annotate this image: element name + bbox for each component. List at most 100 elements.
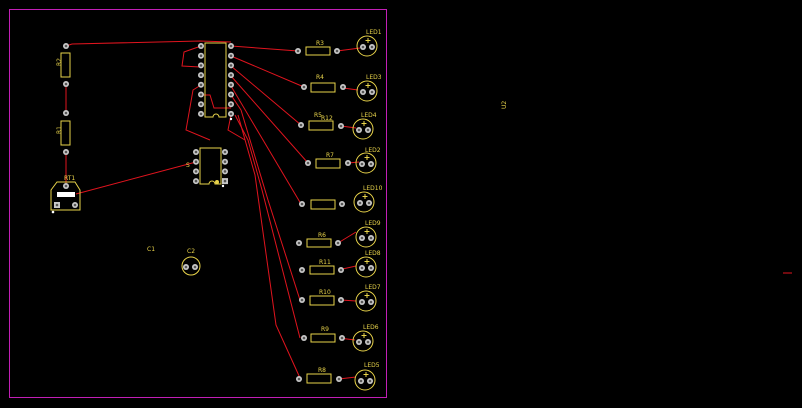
- pad-led-a-5-hole: [360, 236, 364, 240]
- copper-traces: [65, 40, 792, 380]
- pad-led-k-1-hole: [370, 90, 374, 94]
- pad-resistor-3-hole: [341, 85, 345, 89]
- led-group: [352, 35, 378, 391]
- pad-ic-right-2-hole: [229, 64, 233, 67]
- pad-c2-1-hole: [184, 265, 188, 269]
- pad-resistor-1-hole: [335, 49, 339, 53]
- pad-resistor-9-hole: [340, 202, 344, 206]
- pad-resistor-6-hole: [306, 161, 310, 165]
- led-outline-0: [356, 35, 378, 57]
- label-led7: LED7: [365, 284, 381, 291]
- pad-left-1-hole: [64, 82, 68, 86]
- pad-led-k-3-hole: [369, 162, 373, 166]
- pad-rt1-1-hole: [55, 203, 59, 207]
- label-led5: LED5: [364, 362, 380, 369]
- led-plus-1: [365, 83, 371, 88]
- rt1-silk-bar: [57, 192, 75, 197]
- label-r7: R7: [326, 152, 334, 159]
- resistor-bodies: [50, 42, 341, 384]
- pad-ics-right-2-hole: [223, 170, 227, 173]
- pad-led-a-6-hole: [360, 266, 364, 270]
- r4-body: [310, 82, 336, 93]
- r12-body: [308, 120, 334, 131]
- label-c2: C2: [187, 248, 195, 255]
- label-u2: U2: [501, 101, 508, 109]
- label-r5: R5: [314, 112, 322, 119]
- led-outline-8: [352, 330, 374, 352]
- r1-body: [60, 120, 71, 146]
- r7-body: [315, 158, 341, 169]
- pad-led-a-3-hole: [360, 162, 364, 166]
- r-unlabeled-body: [310, 199, 336, 210]
- led-plus-9: [363, 372, 369, 377]
- pad-resistor-13-hole: [339, 268, 343, 272]
- led-plus-5: [364, 229, 370, 234]
- label-r3: R3: [316, 40, 324, 47]
- led-plus-7: [364, 293, 370, 298]
- pin1-marker-u: [229, 117, 233, 121]
- pad-ics-left-2-hole: [194, 170, 198, 173]
- label-led10: LED10: [363, 185, 383, 192]
- pad-led-a-9-hole: [359, 379, 363, 383]
- r3-body: [305, 46, 331, 56]
- led-plus-8: [361, 333, 367, 338]
- pad-ics-left-3-hole: [194, 179, 198, 183]
- pad-resistor-16-hole: [302, 336, 306, 340]
- led-plus-4: [362, 194, 368, 199]
- label-r6: R6: [318, 232, 326, 239]
- led-outline-4: [353, 191, 375, 213]
- pad-ic-right-3-hole: [229, 73, 233, 77]
- pad-led-a-4-hole: [358, 201, 362, 205]
- label-r4: R4: [316, 74, 324, 81]
- c2-outline: [181, 256, 201, 276]
- label-s: S: [186, 162, 190, 169]
- pad-led-k-7-hole: [369, 300, 373, 304]
- pad-resistor-5-hole: [339, 124, 343, 128]
- label-led2: LED2: [365, 147, 381, 154]
- ic-u-outline: [204, 42, 227, 118]
- led-outline-7: [355, 290, 377, 312]
- label-led1: LED1: [366, 29, 382, 36]
- pad-ic-right-1-hole: [229, 54, 233, 57]
- led-outline-6: [355, 256, 377, 278]
- pad-resistor-18-hole: [297, 377, 301, 381]
- pad-ics-right-0-hole: [223, 150, 227, 154]
- r9-body: [310, 333, 336, 343]
- r2-body: [60, 52, 71, 78]
- pad-led-k-2-hole: [366, 128, 370, 132]
- pad-c2-2-hole: [193, 265, 197, 269]
- label-led3: LED3: [366, 74, 382, 81]
- pad-left-3-hole: [64, 150, 68, 154]
- pad-ics-right-1-hole: [223, 160, 227, 163]
- led-plus-3: [364, 155, 370, 160]
- pad-led-a-2-hole: [357, 128, 361, 132]
- pad-resistor-11-hole: [336, 241, 340, 245]
- pad-ics-left-1-hole: [194, 160, 198, 163]
- pad-ic-right-0-hole: [229, 44, 233, 48]
- label-r12: R12: [321, 115, 333, 122]
- pad-ic-left-4-hole: [199, 83, 203, 87]
- pad-ic-right-6-hole: [229, 102, 233, 106]
- pad-resistor-10-hole: [297, 241, 301, 245]
- pad-resistor-14-hole: [300, 298, 304, 302]
- board-outline: [9, 9, 387, 398]
- pad-resistor-17-hole: [340, 336, 344, 340]
- led-plus-0: [365, 38, 371, 43]
- pad-ic-left-6-hole: [199, 102, 203, 106]
- led-outline-1: [356, 80, 378, 102]
- r10-body: [309, 295, 335, 306]
- pad-led-k-5-hole: [369, 236, 373, 240]
- pad-resistor-12-hole: [300, 268, 304, 272]
- ic-s-outline: [199, 147, 222, 185]
- r11-body: [309, 265, 335, 275]
- label-led9: LED9: [365, 220, 381, 227]
- pad-resistor-0-hole: [296, 49, 300, 53]
- led-outline-2: [352, 118, 374, 140]
- pin1-marker-ic: [221, 184, 225, 188]
- pin1-marker: [51, 210, 55, 214]
- led-outline-9: [354, 369, 376, 391]
- pad-resistor-7-hole: [346, 161, 350, 165]
- rt1-outline: [50, 181, 81, 211]
- silk-labels: R2 R1 R3 R4 R5 R12 R7 R6 R11 R10 R9 R8 R…: [56, 29, 508, 374]
